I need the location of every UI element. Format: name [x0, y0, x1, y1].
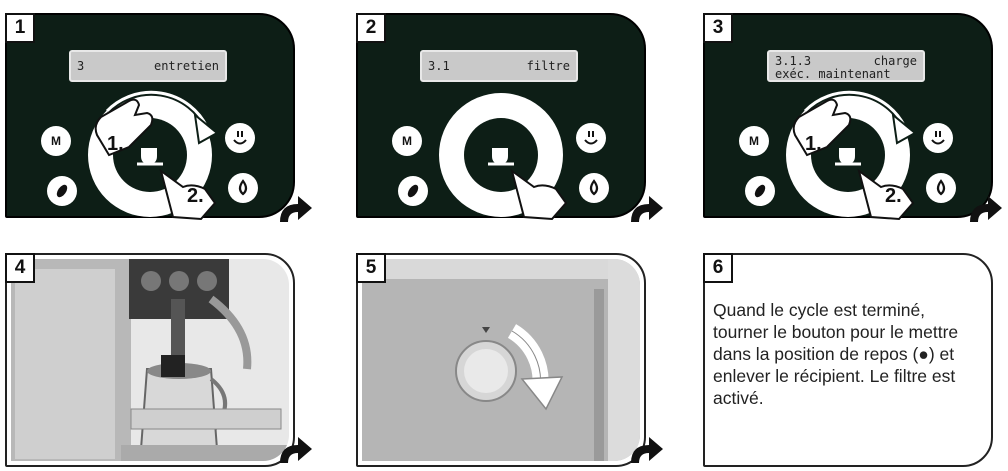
step-number: 5 [356, 253, 386, 283]
hot-water-button[interactable] [926, 173, 956, 203]
steam-icon [225, 123, 255, 153]
hand-icon [787, 95, 867, 159]
machine-photo [11, 259, 289, 461]
steam-icon [923, 123, 953, 153]
m-menu-icon: M [749, 134, 759, 148]
menu-button[interactable]: M [41, 126, 71, 156]
water-drop-icon [228, 173, 258, 203]
next-arrow-icon [627, 431, 667, 467]
gesture-label: 1. [107, 133, 124, 156]
next-arrow-icon [276, 431, 316, 467]
coffee-bean-icon [745, 176, 775, 206]
hot-water-button[interactable] [579, 173, 609, 203]
steam-button[interactable] [225, 123, 255, 153]
m-menu-icon: M [51, 134, 61, 148]
water-drop-icon [579, 173, 609, 203]
next-arrow-icon [966, 190, 1006, 226]
hand-icon [89, 95, 169, 159]
jug-under-dispenser-illustration [11, 259, 289, 461]
step-number: 4 [5, 253, 35, 283]
knob-photo [362, 259, 640, 461]
coffee-bean-icon [47, 176, 77, 206]
step-5-panel: 5 [356, 253, 646, 467]
step-6-panel: 6 Quand le cycle est terminé, tourner le… [703, 253, 993, 467]
hand-icon [504, 163, 574, 221]
menu-button[interactable]: M [739, 126, 769, 156]
instruction-text: Quand le cycle est terminé, tourner le b… [713, 299, 973, 409]
step-number: 2 [356, 13, 386, 43]
menu-button[interactable]: M [392, 126, 422, 156]
coffee-button[interactable] [398, 176, 428, 206]
gesture-label: 2. [885, 185, 902, 208]
steam-icon [576, 123, 606, 153]
gesture-label: 2. [187, 185, 204, 208]
m-menu-icon: M [402, 134, 412, 148]
next-arrow-icon [276, 190, 316, 226]
steam-button[interactable] [576, 123, 606, 153]
hot-water-button[interactable] [228, 173, 258, 203]
next-arrow-icon [627, 190, 667, 226]
coffee-button[interactable] [47, 176, 77, 206]
step-4-panel: 4 [5, 253, 295, 467]
coffee-button[interactable] [745, 176, 775, 206]
steam-button[interactable] [923, 123, 953, 153]
coffee-bean-icon [398, 176, 428, 206]
step-number: 1 [5, 13, 35, 43]
gesture-label: 1. [805, 133, 822, 156]
step-number: 3 [703, 13, 733, 43]
step-number: 6 [703, 253, 733, 283]
knob-rotation-illustration [362, 259, 640, 461]
water-drop-icon [926, 173, 956, 203]
